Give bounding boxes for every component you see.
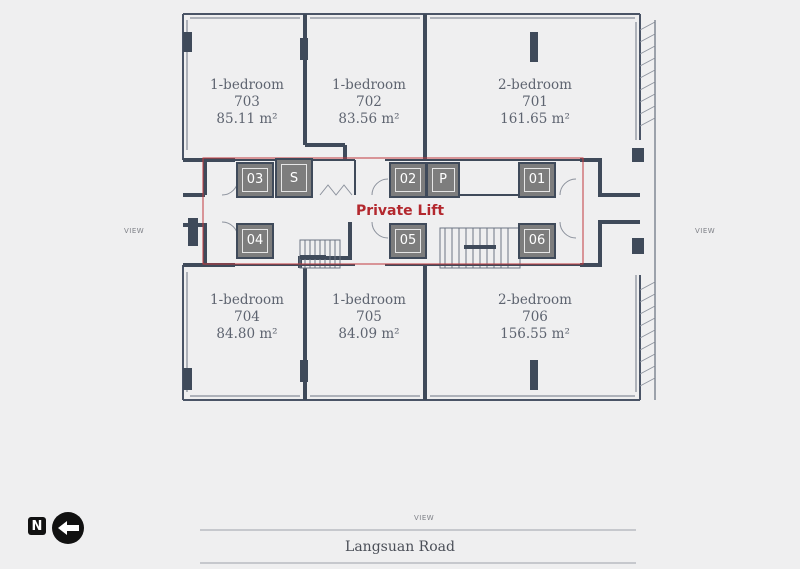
unit-703-label: 1-bedroom 703 85.11 m² <box>167 77 327 128</box>
unit-702-label: 1-bedroom 702 83.56 m² <box>289 77 449 128</box>
arrow-left-icon <box>52 512 84 544</box>
private-lift-label: Private Lift <box>355 203 445 219</box>
unit-number: 702 <box>356 94 382 110</box>
view-label-east: VIEW <box>695 227 716 235</box>
road-label: Langsuan Road <box>345 539 455 555</box>
unit-701-label: 2-bedroom 701 161.65 m² <box>455 77 615 128</box>
unit-area: 161.65 m² <box>500 111 570 127</box>
unit-type: 1-bedroom <box>210 292 284 308</box>
lift-02: 02 <box>389 162 427 198</box>
unit-area: 156.55 m² <box>500 326 570 342</box>
unit-type: 2-bedroom <box>498 77 572 93</box>
lift-04: 04 <box>236 223 274 259</box>
unit-type: 1-bedroom <box>210 77 284 93</box>
unit-number: 706 <box>522 309 548 325</box>
lift-p: P <box>426 162 460 198</box>
unit-type: 1-bedroom <box>332 292 406 308</box>
unit-705-label: 1-bedroom 705 84.09 m² <box>289 292 449 343</box>
lift-s: S <box>275 158 313 198</box>
unit-area: 85.11 m² <box>216 111 278 127</box>
unit-area: 84.09 m² <box>338 326 400 342</box>
unit-area: 84.80 m² <box>216 326 278 342</box>
unit-number: 701 <box>522 94 548 110</box>
unit-type: 2-bedroom <box>498 292 572 308</box>
unit-number: 704 <box>234 309 260 325</box>
unit-number: 703 <box>234 94 260 110</box>
view-label-west: VIEW <box>124 227 145 235</box>
view-label-south: VIEW <box>414 514 435 522</box>
unit-type: 1-bedroom <box>332 77 406 93</box>
lift-06: 06 <box>518 223 556 259</box>
lift-05: 05 <box>389 223 427 259</box>
lift-03: 03 <box>236 162 274 198</box>
unit-704-label: 1-bedroom 704 84.80 m² <box>167 292 327 343</box>
unit-706-label: 2-bedroom 706 156.55 m² <box>455 292 615 343</box>
north-compass: N <box>28 512 90 544</box>
unit-number: 705 <box>356 309 382 325</box>
north-letter: N <box>28 517 46 535</box>
unit-area: 83.56 m² <box>338 111 400 127</box>
lift-01: 01 <box>518 162 556 198</box>
